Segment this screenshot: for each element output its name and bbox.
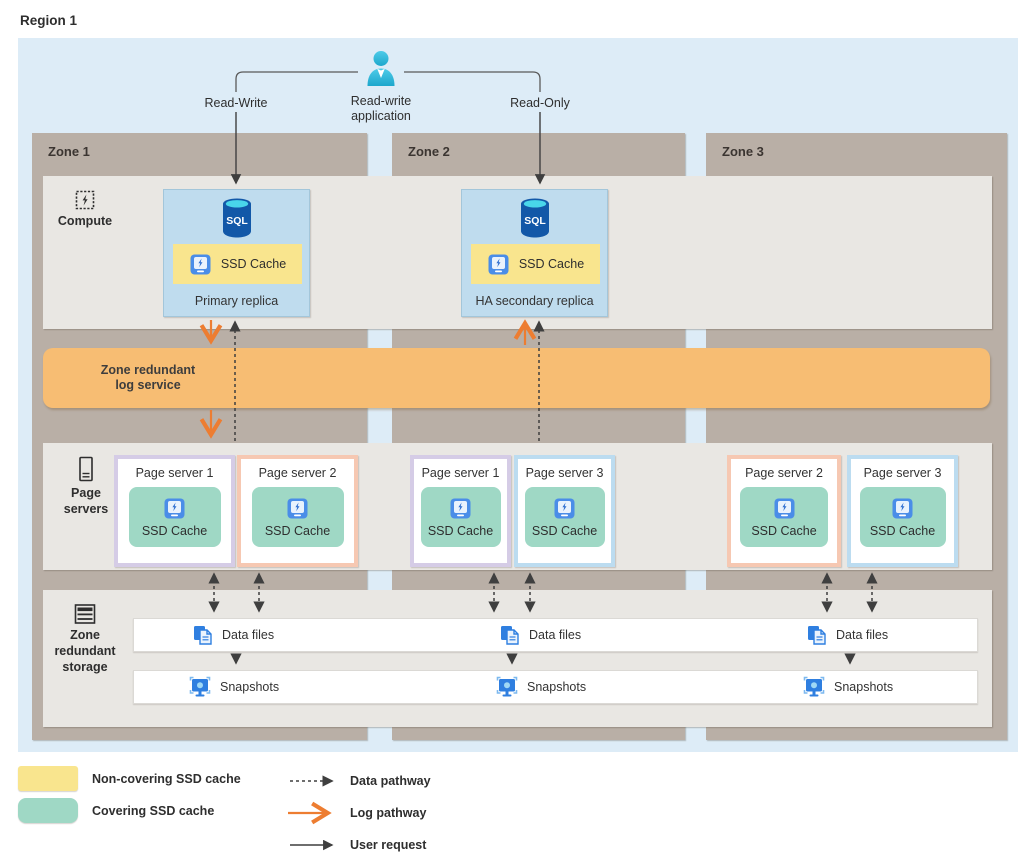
data-files-bar: Data files Data files Data files [133, 618, 978, 652]
covering-ssd-cache: SSD Cache [859, 487, 946, 547]
primary-replica-box: SQL SSD Cache Primary replica [163, 189, 310, 317]
app-label-line1: Read-write [350, 94, 412, 108]
page-server-box: Page server 1 SSD Cache [114, 455, 235, 567]
ssd-cache-label: SSD Cache [531, 523, 598, 538]
snapshots-bar: Snapshots Snapshots Snapshots [133, 670, 978, 704]
ssd-disk-icon [163, 497, 186, 520]
page-server-box: Page server 1 SSD Cache [410, 455, 511, 567]
log-service-label-line1: Zone redundant [100, 363, 196, 377]
zone-3-label: Zone 3 [722, 144, 764, 159]
app-label-line2: application [351, 109, 411, 123]
snapshots-icon [189, 676, 211, 698]
data-files-label: Data files [836, 628, 889, 642]
svg-text:SQL: SQL [524, 215, 546, 227]
region-title: Region 1 [20, 13, 78, 28]
page-server-title: Page server 1 [421, 466, 500, 480]
ssd-disk-icon [487, 253, 510, 276]
data-files-label: Data files [529, 628, 582, 642]
data-files-icon [806, 624, 827, 646]
legend-covering-swatch [18, 798, 78, 823]
ssd-disk-icon [773, 497, 796, 520]
page-servers-label-line2: servers [63, 502, 109, 516]
read-write-label: Read-Write [204, 96, 268, 110]
page-server-box: Page server 2 SSD Cache [727, 455, 841, 567]
user-person-icon [361, 48, 401, 88]
legend-non-covering-swatch [18, 766, 78, 791]
snapshots-icon [803, 676, 825, 698]
snapshots-icon [496, 676, 518, 698]
secondary-ssd-cache-label: SSD Cache [518, 257, 585, 271]
snapshots-label: Snapshots [527, 680, 587, 694]
covering-ssd-cache: SSD Cache [420, 487, 501, 547]
ssd-cache-label: SSD Cache [264, 523, 331, 538]
bracket-left [235, 71, 358, 92]
legend-data-pathway-label: Data pathway [350, 774, 431, 788]
sql-database-icon: SQL [518, 197, 552, 240]
zone-2-label: Zone 2 [408, 144, 450, 159]
ssd-cache-label: SSD Cache [427, 523, 494, 538]
snapshots-label: Snapshots [834, 680, 894, 694]
primary-ssd-cache-label: SSD Cache [220, 257, 287, 271]
page-server-box: Page server 3 SSD Cache [847, 455, 958, 567]
sql-database-icon: SQL [220, 197, 254, 240]
compute-icon [74, 189, 96, 211]
legend-user-request-label: User request [350, 838, 427, 852]
ssd-cache-label: SSD Cache [869, 523, 936, 538]
ssd-disk-icon [553, 497, 576, 520]
covering-ssd-cache: SSD Cache [251, 487, 344, 547]
storage-label-line3: storage [62, 660, 108, 674]
compute-row-label: Compute [57, 214, 113, 228]
read-only-label: Read-Only [510, 96, 570, 110]
storage-label-line1: Zone [70, 628, 100, 642]
ha-secondary-replica-box: SQL SSD Cache HA secondary replica [461, 189, 608, 317]
storage-icon [73, 603, 97, 625]
covering-ssd-cache: SSD Cache [128, 487, 221, 547]
page-server-title: Page server 3 [525, 466, 604, 480]
zone-1-label: Zone 1 [48, 144, 90, 159]
primary-replica-title: Primary replica [194, 294, 279, 308]
page-servers-icon [78, 456, 94, 482]
page-server-title: Page server 3 [863, 466, 942, 480]
page-server-title: Page server 1 [135, 466, 214, 480]
covering-ssd-cache: SSD Cache [524, 487, 605, 547]
ssd-disk-icon [189, 253, 212, 276]
storage-label-line2: redundant [54, 644, 116, 658]
page-server-box: Page server 3 SSD Cache [514, 455, 615, 567]
ssd-cache-label: SSD Cache [751, 523, 817, 538]
svg-text:SQL: SQL [226, 215, 248, 227]
data-files-icon [499, 624, 520, 646]
bracket-right [404, 71, 541, 92]
covering-ssd-cache: SSD Cache [740, 487, 828, 547]
page-server-title: Page server 2 [745, 466, 823, 480]
legend-non-covering-label: Non-covering SSD cache [92, 772, 241, 786]
data-files-icon [192, 624, 213, 646]
ssd-disk-icon [891, 497, 914, 520]
snapshots-label: Snapshots [220, 680, 280, 694]
page-servers-label-line1: Page [71, 486, 101, 500]
log-service-bar: Zone redundant log service [43, 348, 990, 408]
ha-secondary-replica-title: HA secondary replica [475, 294, 594, 308]
data-files-label: Data files [222, 628, 275, 642]
ssd-disk-icon [286, 497, 309, 520]
log-service-label-line2: log service [115, 378, 181, 392]
page-server-title: Page server 2 [258, 466, 337, 480]
ssd-cache-label: SSD Cache [141, 523, 208, 538]
primary-ssd-cache: SSD Cache [173, 244, 302, 284]
secondary-ssd-cache: SSD Cache [471, 244, 600, 284]
legend-log-pathway-label: Log pathway [350, 806, 427, 820]
legend-covering-label: Covering SSD cache [92, 804, 215, 818]
page-server-box: Page server 2 SSD Cache [237, 455, 358, 567]
ssd-disk-icon [449, 497, 472, 520]
